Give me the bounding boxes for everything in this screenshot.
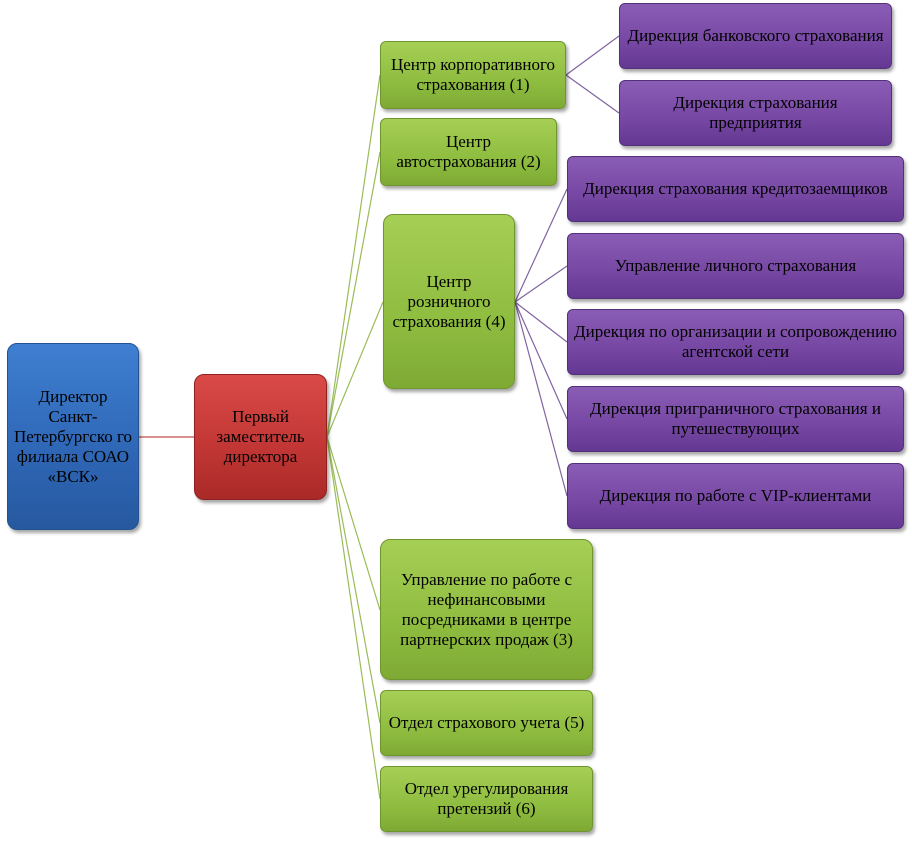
- connector-dir-bank: [565, 35, 620, 76]
- node-dir-enterprise-insurance-label: Дирекция страхования предприятия: [673, 93, 838, 132]
- node-dir-borrowers-label: Дирекция страхования кредитозаемщиков: [583, 179, 888, 198]
- node-dir-border-travel-label: Дирекция приграничного страхования и пут…: [590, 399, 881, 438]
- connector-center-3: [326, 301, 384, 438]
- connectors-retail-directorates: [514, 188, 568, 497]
- node-first-deputy: Первый заместитель директора: [194, 374, 327, 500]
- node-first-deputy-label: Первый заместитель директора: [216, 407, 305, 466]
- node-accounting-label: Отдел страхового учета (5): [388, 713, 585, 732]
- node-dir-personal-insurance-label: Управление личного страхования: [614, 256, 857, 275]
- node-dir-vip-clients-label: Дирекция по работе с VIP-клиентами: [599, 486, 872, 505]
- node-director-label: Директор Санкт-Петербургско го филиала С…: [14, 386, 133, 486]
- node-center-auto-label: Центр автострахования (2): [396, 132, 541, 171]
- connectors-corporate-directorates: [565, 35, 620, 114]
- node-director: Директор Санкт-Петербургско го филиала С…: [7, 343, 139, 530]
- node-dir-vip-clients: Дирекция по работе с VIP-клиентами: [567, 463, 904, 529]
- node-center-corporate: Центр корпоративного страхования (1): [380, 41, 566, 109]
- connector-dir-border: [514, 301, 568, 420]
- node-partner-sales-label: Управление по работе с нефинансовыми пос…: [400, 569, 573, 649]
- node-claims: Отдел урегулирования претензий (6): [380, 766, 593, 832]
- node-dir-bank-insurance: Дирекция банковского страхования: [619, 3, 892, 69]
- node-center-retail-label: Центр розничного страхования (4): [392, 271, 506, 331]
- node-center-auto: Центр автострахования (2): [380, 118, 557, 186]
- connector-center-5: [326, 436, 381, 724]
- node-claims-label: Отдел урегулирования претензий (6): [404, 779, 569, 818]
- node-dir-personal-insurance: Управление личного страхования: [567, 233, 904, 299]
- node-dir-enterprise-insurance: Дирекция страхования предприятия: [619, 80, 892, 146]
- node-dir-border-travel: Дирекция приграничного страхования и пут…: [567, 386, 904, 452]
- connector-center-6: [326, 436, 381, 800]
- node-dir-borrowers: Дирекция страхования кредитозаемщиков: [567, 156, 904, 222]
- node-center-corporate-label: Центр корпоративного страхования (1): [390, 55, 556, 94]
- connector-dir-agents: [514, 301, 568, 343]
- connectors-deputy-centers: [326, 74, 384, 800]
- node-dir-bank-insurance-label: Дирекция банковского страхования: [627, 26, 884, 45]
- connector-dir-borrowers: [514, 188, 568, 303]
- connector-center-4: [326, 436, 381, 611]
- node-accounting: Отдел страхового учета (5): [380, 690, 593, 756]
- connector-dir-personal: [514, 265, 568, 303]
- connector-dir-vip: [514, 301, 568, 497]
- node-center-retail: Центр розничного страхования (4): [383, 214, 515, 389]
- node-dir-agent-network: Дирекция по организации и сопровождению …: [567, 309, 904, 375]
- connector-dir-enterprise: [565, 74, 620, 114]
- connector-center-1: [326, 74, 381, 438]
- connector-center-2: [326, 151, 381, 438]
- node-dir-agent-network-label: Дирекция по организации и сопровождению …: [574, 322, 897, 361]
- node-partner-sales: Управление по работе с нефинансовыми пос…: [380, 539, 593, 680]
